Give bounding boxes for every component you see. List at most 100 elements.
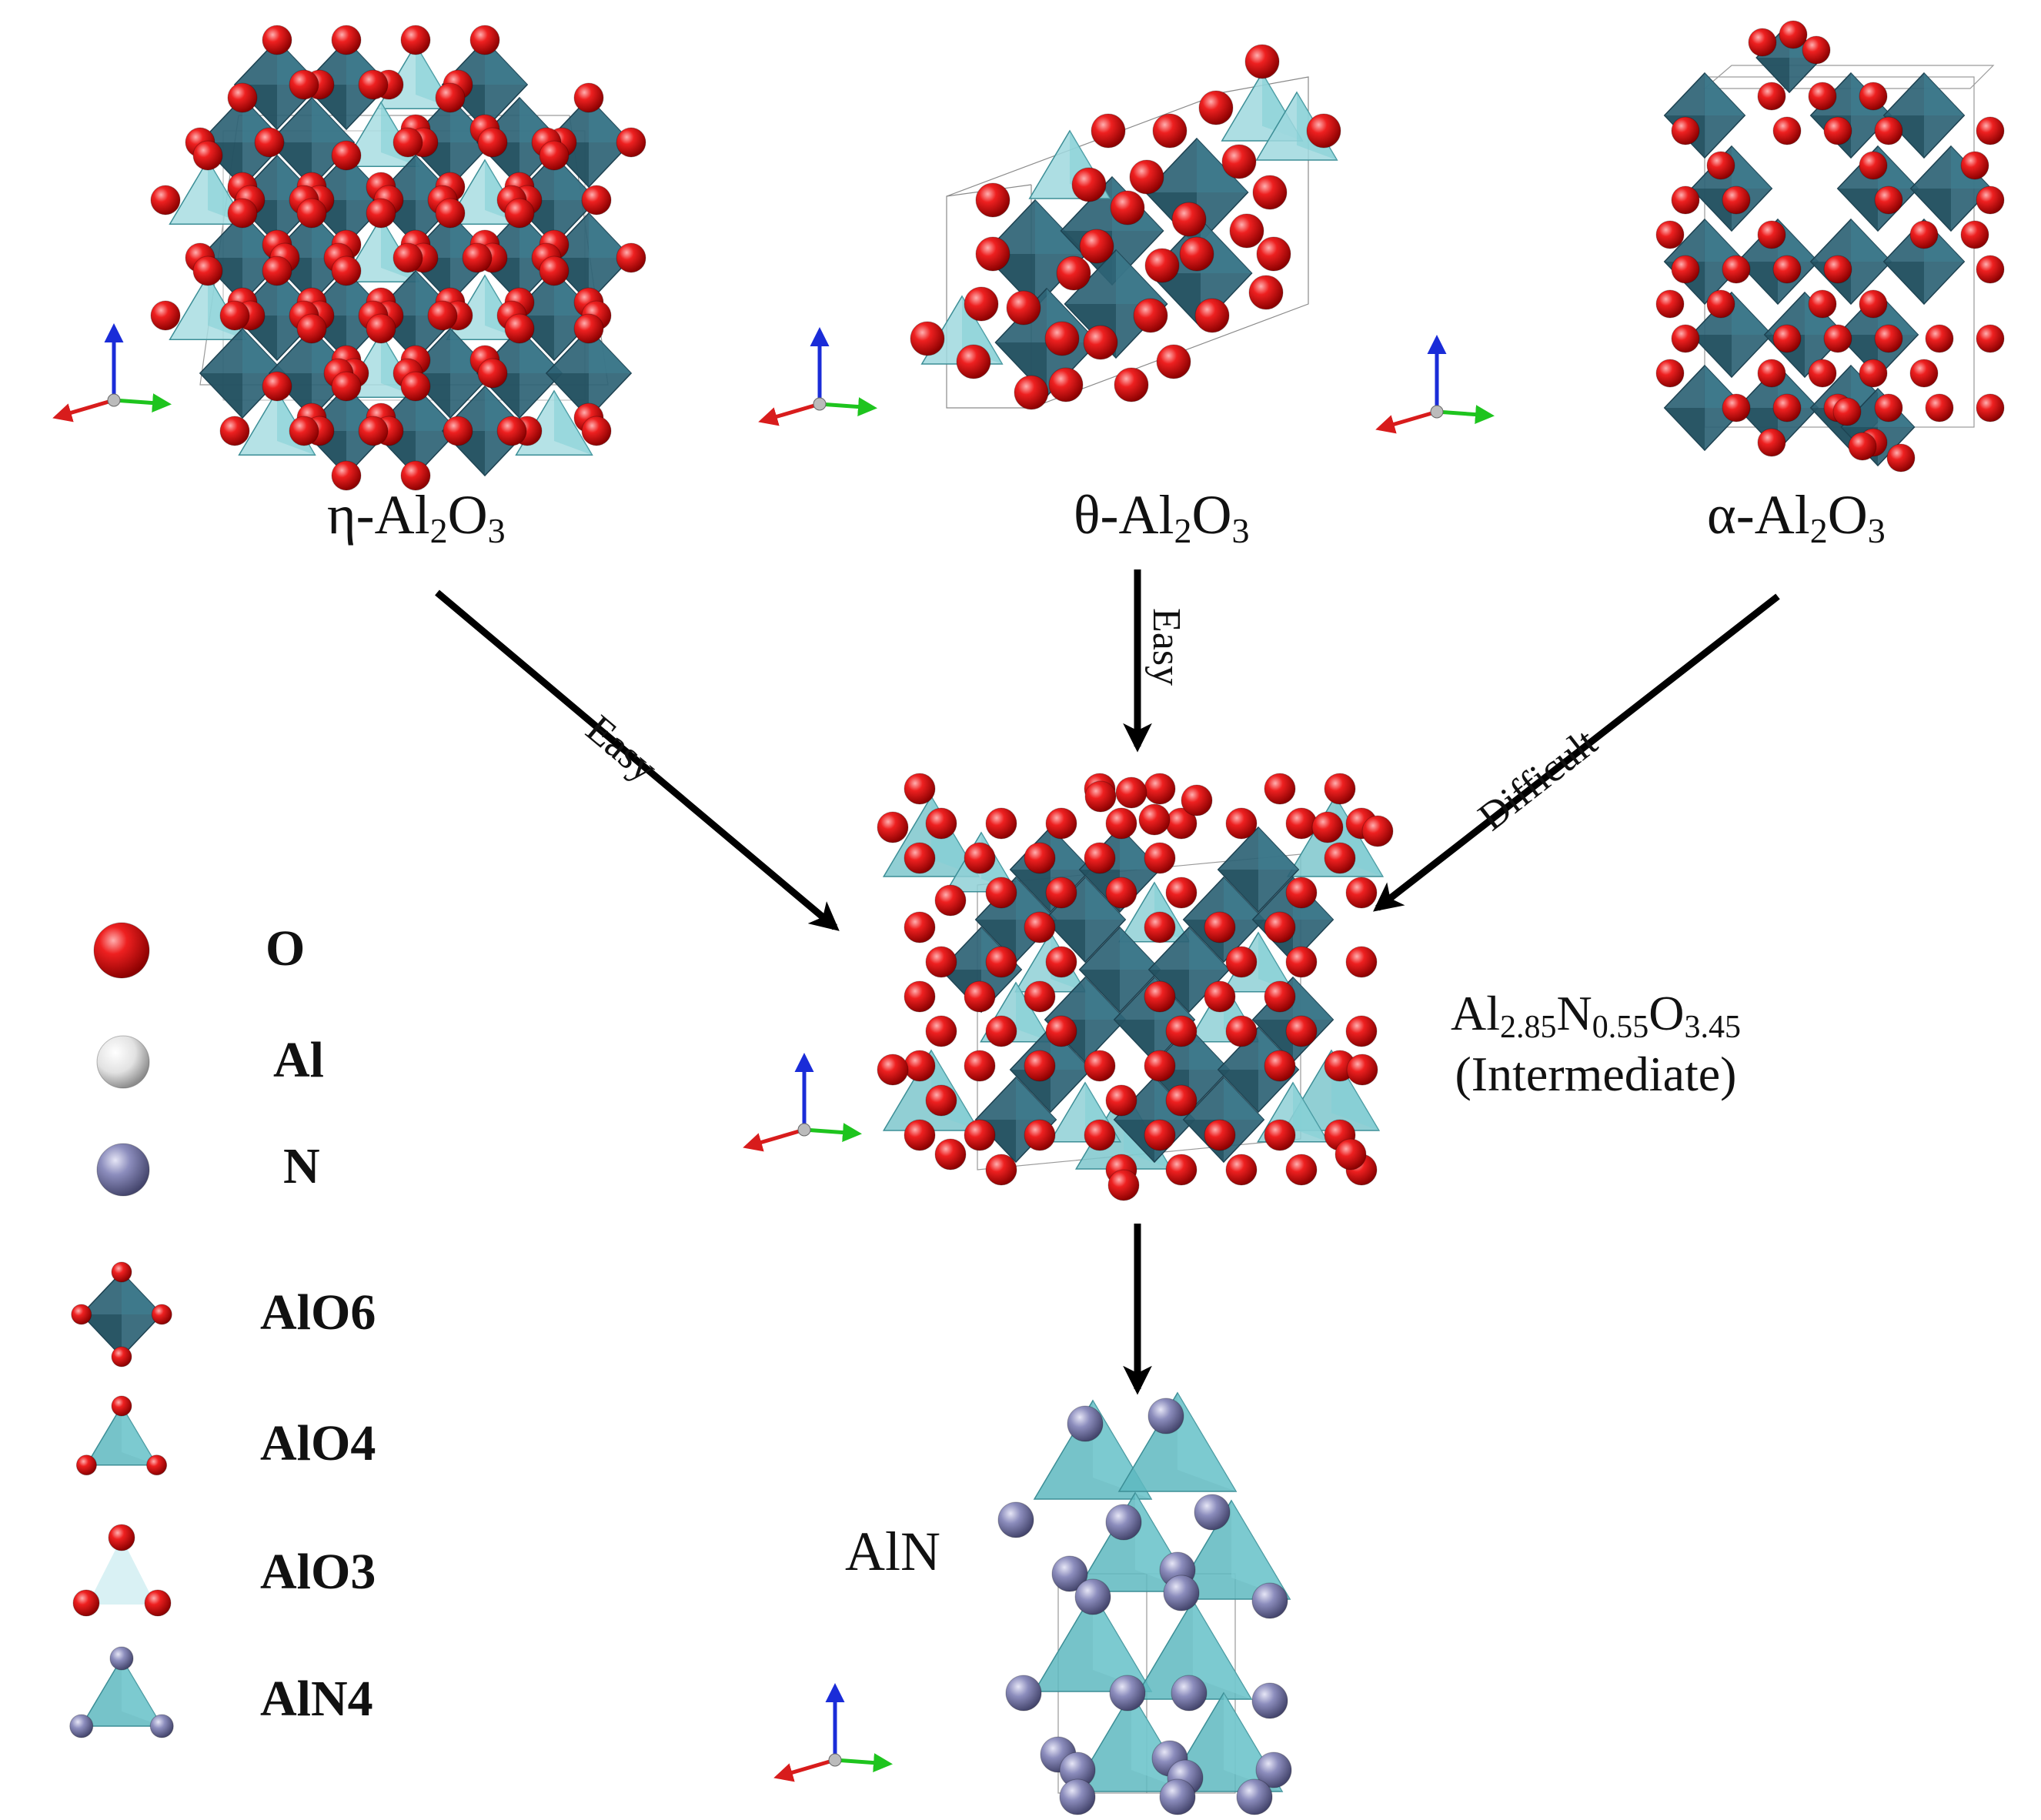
octahedron-face [242, 98, 286, 142]
octahedron-face [1044, 920, 1085, 962]
oxygen-atom [1285, 1154, 1318, 1186]
oxygen-atom [1886, 443, 1916, 473]
unit-cell-outline [946, 76, 1309, 409]
oxygen-atom [93, 922, 150, 979]
nitrogen-atom [149, 1714, 174, 1738]
oxygen-atom [1083, 325, 1118, 360]
octahedron-face [1293, 977, 1334, 1020]
oxygen-atom [925, 946, 957, 978]
tetrahedron-face [122, 1658, 162, 1726]
oxygen-atom [262, 371, 292, 402]
oxygen-atom [1107, 1169, 1140, 1201]
oxygen-atom [964, 842, 996, 874]
oxygen-atom [1722, 393, 1751, 422]
octahedron-face [312, 213, 355, 258]
octahedron-face [1114, 1020, 1154, 1062]
oxygen-atom [1345, 877, 1378, 909]
edge-label-theta: Easy [1144, 608, 1188, 686]
oxygen-atom [925, 807, 957, 840]
oxygen-atom [219, 300, 250, 331]
oxygen-atom [1165, 1154, 1198, 1186]
oxygen-atom [1091, 113, 1126, 149]
legend-alo4-glyph [75, 1395, 168, 1476]
legend-glyphs [69, 922, 174, 1738]
oxygen-atom [1808, 82, 1837, 111]
octahedron-face [303, 85, 346, 129]
oxygen-atom [985, 1015, 1017, 1047]
axis-x [758, 402, 820, 426]
octahedron-face [1878, 292, 1919, 335]
oxygen-atom [910, 321, 945, 356]
oxygen-atom [925, 1084, 957, 1117]
octahedron-face [1085, 977, 1126, 1020]
oxygen-atom [975, 182, 1010, 218]
octahedron-face [1189, 1027, 1230, 1070]
oxygen-atom [392, 127, 423, 158]
oxygen-atom [1757, 82, 1786, 111]
octahedron-face [346, 386, 389, 431]
oxygen-atom [443, 416, 473, 446]
oxygen-atom [1671, 324, 1700, 353]
oxygen-atom [219, 416, 250, 446]
oxygen-atom [1859, 359, 1888, 388]
oxygen-atom [150, 300, 181, 331]
oxygen-atom [1655, 220, 1685, 249]
intermediate-structure [877, 773, 1394, 1201]
oxygen-atom [1976, 324, 2005, 353]
arrow-alpha-to-intermediate [1373, 593, 1780, 912]
octahedron-face [269, 142, 312, 187]
oxygen-atom [1874, 116, 1903, 145]
nitrogen-atom [96, 1143, 150, 1197]
oxygen-atom [111, 1261, 132, 1283]
oxygen-atom [477, 358, 508, 389]
octahedron-face [199, 142, 242, 187]
oxygen-atom [1264, 1119, 1296, 1151]
oxygen-atom [1084, 842, 1116, 874]
eta-alumina-structure [150, 25, 646, 491]
octahedron-face [1189, 927, 1230, 970]
oxygen-atom [469, 25, 500, 55]
axis-x [773, 1758, 836, 1782]
oxygen-atom [331, 255, 362, 286]
oxygen-atom [1976, 185, 2005, 215]
oxygen-atom [1179, 236, 1214, 272]
oxygen-atom [1045, 807, 1077, 840]
axis-y [834, 1753, 893, 1773]
legend-label-alo6: AlO6 [260, 1284, 376, 1341]
oxygen-atom [1655, 359, 1685, 388]
oxygen-atom [985, 807, 1017, 840]
octahedron-face [372, 431, 416, 476]
tetrahedron-face [1178, 1393, 1236, 1491]
oxygen-atom [1144, 773, 1176, 805]
oxygen-atom [1859, 289, 1888, 319]
oxygen-atom [504, 313, 535, 344]
oxygen-atom [1144, 1050, 1176, 1082]
oxygen-atom [1706, 289, 1735, 319]
oxygen-atom [539, 140, 570, 171]
oxygen-atom [462, 242, 493, 273]
nitrogen-atom [1171, 1675, 1208, 1711]
octahedron-face [1778, 219, 1819, 262]
octahedron-face [1085, 877, 1126, 920]
nitrogen-atom [1194, 1494, 1231, 1531]
oxygen-atom [1285, 946, 1318, 978]
nitrogen-atom [1236, 1778, 1273, 1815]
octahedron-face [1837, 189, 1878, 231]
oxygen-atom [1757, 359, 1786, 388]
octahedron-face [346, 40, 389, 85]
oxygen-atom [1960, 220, 1989, 249]
oxygen-atom [1110, 190, 1145, 225]
oxygen-atom [1225, 1154, 1258, 1186]
tetrahedron-face [1016, 983, 1051, 1042]
octahedron-face [519, 329, 563, 373]
oxygen-atom [539, 255, 570, 286]
tetrahedron-face [1093, 1593, 1151, 1691]
legend-label-alo4: AlO4 [260, 1415, 376, 1471]
oxygen-atom [1198, 90, 1234, 125]
oxygen-atom [1848, 432, 1877, 461]
axis-triad [1375, 335, 1495, 434]
oxygen-atom [985, 1154, 1017, 1186]
aluminum-atom [96, 1035, 150, 1089]
tetrahedron-face [122, 1406, 157, 1465]
oxygen-atom [1165, 1084, 1198, 1117]
